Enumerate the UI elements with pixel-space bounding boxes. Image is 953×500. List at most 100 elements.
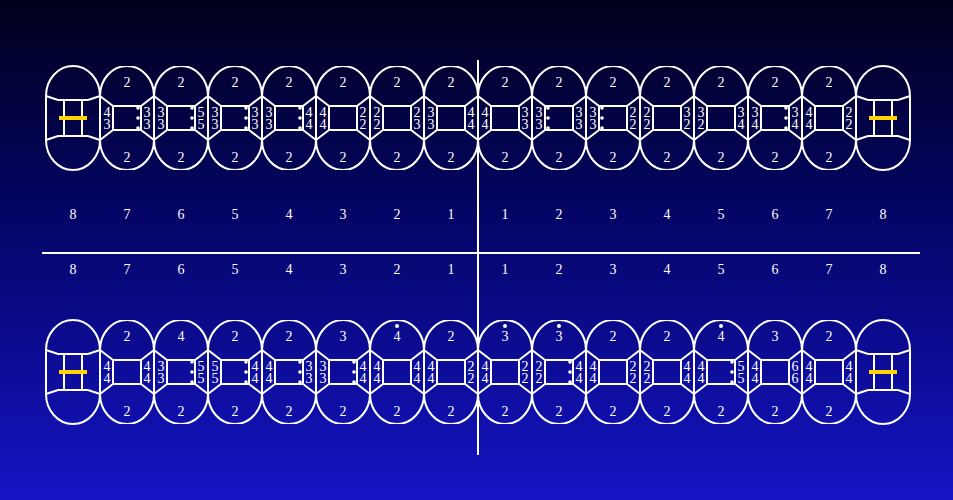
distal-depth: 3 [144,107,151,119]
lingual-depth: 2 [394,152,401,164]
tooth-number: 4 [664,207,671,223]
distal-depth: 3 [252,119,259,131]
distal-depth: 2 [684,119,691,131]
buccal-depth: 2 [124,331,131,343]
mesial-depth: 5 [212,373,219,385]
tooth-number: 7 [826,207,833,223]
mesial-depth: 5 [212,361,219,373]
lingual-depth: 2 [448,406,455,418]
mesial-depth: 4 [806,119,813,131]
tooth-number: 7 [124,262,131,278]
lingual-depth: 2 [826,406,833,418]
tooth-number: 6 [178,262,185,278]
mesial-depth: 4 [806,373,813,385]
mesial-depth: 3 [536,119,543,131]
tooth-chart: 444552 [694,320,748,424]
distal-depth: 3 [522,107,529,119]
tooth-chart: 233442 [262,66,316,170]
tooth-chart: 233332 [532,66,586,170]
mesial-depth: 3 [266,119,273,131]
lingual-depth: 2 [718,406,725,418]
buccal-depth: 4 [718,331,725,343]
distal-depth: 3 [792,107,799,119]
distal-depth: 4 [684,361,691,373]
lingual-depth: 2 [502,406,509,418]
tooth-number: 4 [286,207,293,223]
distal-depth: 4 [414,373,421,385]
buccal-depth: 2 [772,77,779,89]
distal-depth: 4 [306,119,313,131]
distal-depth: 4 [144,361,151,373]
distal-depth: 3 [144,119,151,131]
mesial-depth: 2 [644,361,651,373]
lingual-depth: 2 [286,152,293,164]
tooth-number: 5 [232,207,239,223]
mesial-depth: 3 [158,373,165,385]
lingual-depth: 2 [826,152,833,164]
buccal-depth: 2 [340,77,347,89]
lingual-depth: 2 [448,152,455,164]
tooth-number: 8 [880,262,887,278]
mesial-depth: 4 [266,361,273,373]
mesial-depth: 3 [590,107,597,119]
buccal-depth: 2 [286,77,293,89]
distal-depth: 2 [630,107,637,119]
distal-depth: 2 [522,361,529,373]
tooth-chart: 244222 [802,66,856,170]
tooth-number: 8 [70,262,77,278]
tooth-number: 6 [772,207,779,223]
buccal-depth: 2 [610,77,617,89]
mesial-depth: 3 [212,107,219,119]
buccal-depth: 3 [502,331,509,343]
mesial-depth: 2 [536,361,543,373]
mesial-depth: 3 [104,119,111,131]
mesial-depth: 3 [428,119,435,131]
mesial-depth: 4 [752,373,759,385]
mesial-depth: 4 [698,361,705,373]
buccal-depth: 2 [178,77,185,89]
distal-depth: 5 [738,373,745,385]
buccal-depth: 2 [826,331,833,343]
tooth-number: 1 [502,207,509,223]
tooth-number: 1 [448,262,455,278]
mesial-depth: 4 [590,361,597,373]
distal-depth: 3 [306,373,313,385]
tooth-number: 8 [880,207,887,223]
tooth-chart: 232342 [694,66,748,170]
buccal-depth: 2 [232,77,239,89]
tooth-chart: 244222 [586,320,640,424]
mesial-depth: 3 [590,119,597,131]
tooth-chart: 222322 [640,66,694,170]
distal-depth: 2 [630,361,637,373]
mesial-depth: 4 [482,119,489,131]
lingual-depth: 2 [610,152,617,164]
lingual-depth: 2 [232,406,239,418]
tooth-chart: 233442 [424,66,478,170]
tooth-chart: 244222 [316,66,370,170]
distal-depth: 3 [576,119,583,131]
extraction-mark [59,118,897,372]
buccal-depth: 4 [394,331,401,343]
mesial-depth: 2 [644,107,651,119]
buccal-depth: 4 [178,331,185,343]
tooth-chart: 244442 [802,320,856,424]
tooth-chart: 255442 [208,320,262,424]
mesial-depth: 4 [320,107,327,119]
tooth-number: 5 [718,207,725,223]
distal-depth: 3 [684,107,691,119]
distal-depth: 3 [738,107,745,119]
tooth-chart: 222442 [640,320,694,424]
tooth-chart: 244332 [478,66,532,170]
buccal-depth: 3 [556,331,563,343]
tooth-number: 2 [556,207,563,223]
distal-depth: 2 [846,119,853,131]
mesial-depth: 4 [482,373,489,385]
buccal-depth: 2 [664,77,671,89]
tooth-number: 3 [340,262,347,278]
mesial-depth: 3 [158,361,165,373]
tooth-number: 6 [178,207,185,223]
mesial-depth: 4 [482,361,489,373]
distal-depth: 2 [468,373,475,385]
distal-depth: 4 [792,119,799,131]
